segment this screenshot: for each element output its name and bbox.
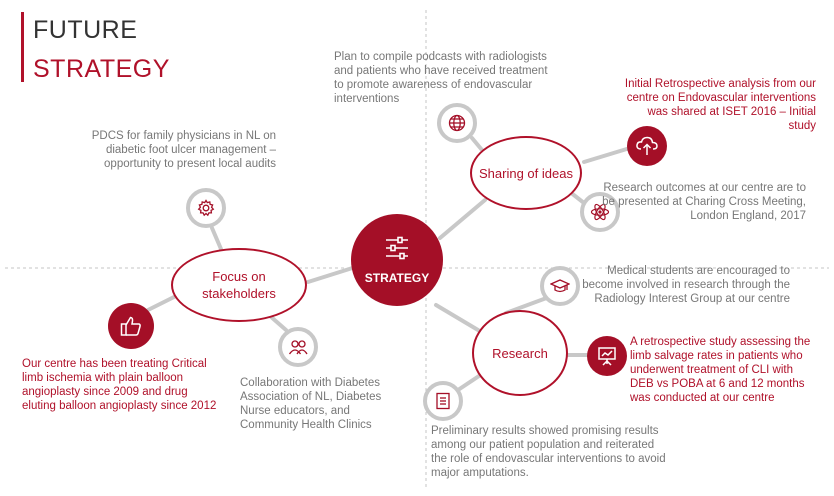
sharing-node-label: Sharing of ideas <box>479 165 573 181</box>
connector-stakeholders-thumb <box>146 294 178 312</box>
connector-research-document <box>456 372 484 392</box>
strategy-node-label: STRATEGY <box>364 270 430 285</box>
medical-students-text: Medical students are encouraged to becom… <box>582 265 790 305</box>
graduation-cap-icon <box>540 266 580 306</box>
charing-cross-text: Research outcomes at our centre are to b… <box>602 182 806 222</box>
retro-initial-text: Initial Retrospective analysis from our … <box>624 78 816 132</box>
limb-salvage-study-text: A retrospective study assessing the limb… <box>630 336 811 404</box>
gear-icon <box>186 188 226 228</box>
research-node: Research <box>472 310 568 396</box>
connector-sharing-cloud <box>582 146 632 164</box>
connector-stakeholders-people <box>268 314 288 332</box>
podcasts-text: Plan to compile podcasts with radiologis… <box>334 51 548 105</box>
title-accent-bar <box>21 12 24 82</box>
atom-icon <box>580 192 620 232</box>
connector-stakeholders-gear <box>210 226 223 251</box>
people-icon <box>278 327 318 367</box>
globe-icon <box>437 103 477 143</box>
pdcs-text: PDCS for family physicians in NL on diab… <box>91 130 276 170</box>
collaboration-text: Collaboration with Diabetes Association … <box>240 377 382 431</box>
title-future: FUTURE <box>33 16 138 44</box>
presentation-icon <box>587 336 627 376</box>
strategy-node: STRATEGY <box>351 214 443 306</box>
sliders-icon <box>384 236 410 265</box>
cloud-upload-icon <box>627 126 667 166</box>
sharing-node: Sharing of ideas <box>470 136 582 210</box>
research-node-label: Research <box>492 345 548 361</box>
thumbs-up-icon <box>108 303 154 349</box>
document-icon <box>423 381 463 421</box>
title-strategy: STRATEGY <box>33 55 170 83</box>
connector-center-sharing <box>438 198 487 240</box>
stakeholders-node: Focus on stakeholders <box>171 248 307 322</box>
connector-center-research <box>434 303 480 332</box>
critical-limb-text: Our centre has been treating Critical li… <box>22 358 217 412</box>
preliminary-results-text: Preliminary results showed promising res… <box>431 425 666 479</box>
stakeholders-node-label: Focus on stakeholders <box>202 269 276 301</box>
connector-sharing-globe <box>470 136 484 152</box>
